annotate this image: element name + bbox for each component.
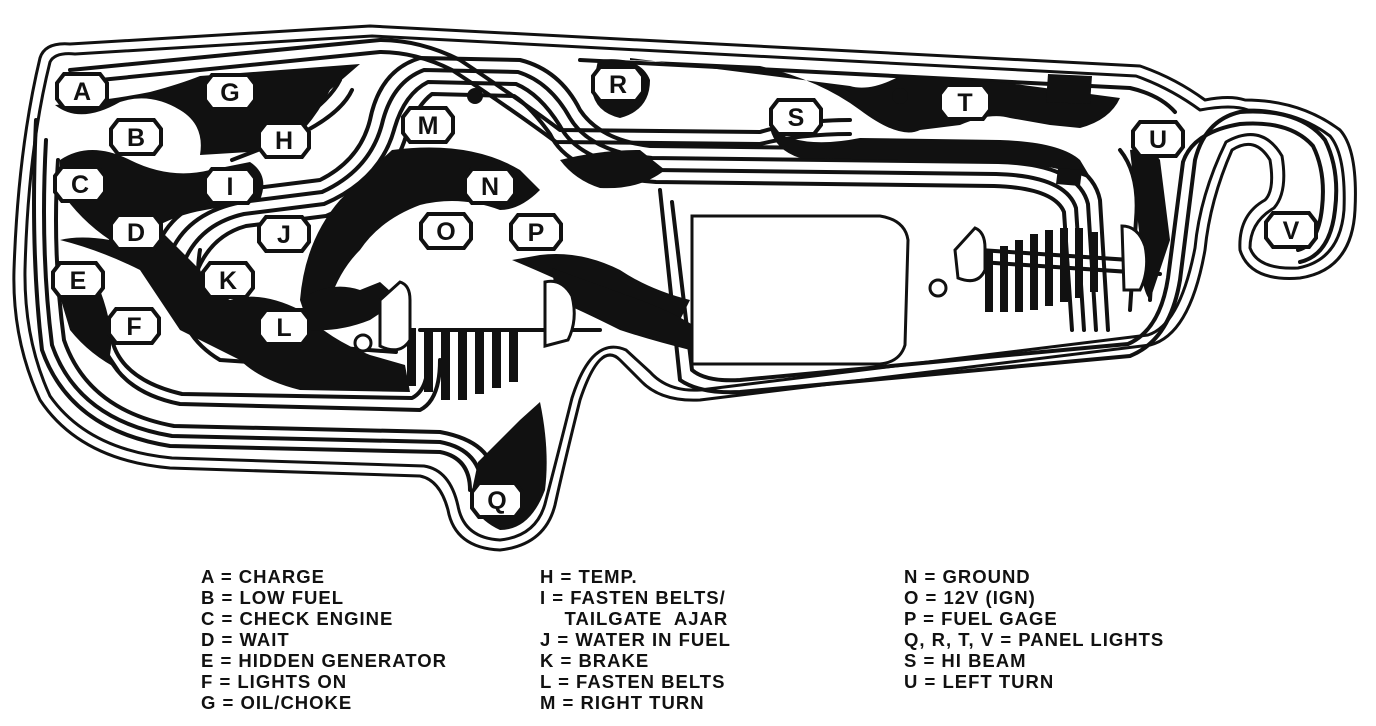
connector-label: D: [127, 219, 145, 247]
connector-i: I: [203, 167, 257, 205]
connector-t: T: [938, 83, 992, 121]
connector-e: E: [51, 261, 105, 299]
connector-label: Q: [487, 487, 506, 515]
connector-label: G: [220, 79, 239, 107]
legend-entry: M = RIGHT TURN: [540, 692, 705, 713]
connector-h: H: [257, 121, 311, 159]
legend-entry: K = BRAKE: [540, 650, 650, 671]
legend-entry: I = FASTEN BELTS/: [540, 587, 726, 608]
connector-j: J: [257, 215, 311, 253]
connector-label: U: [1149, 126, 1167, 154]
connector-label: I: [227, 173, 234, 201]
connector-label: L: [276, 314, 291, 342]
connector-label: A: [73, 78, 91, 106]
legend-entry: L = FASTEN BELTS: [540, 671, 726, 692]
cutouts: [353, 214, 1149, 366]
connector-label: R: [609, 71, 627, 99]
legend-entry: F = LIGHTS ON: [201, 671, 348, 692]
connector-p: P: [509, 213, 563, 251]
connector-q: Q: [470, 481, 524, 519]
connector-label: N: [481, 173, 499, 201]
legend-column-1: A = CHARGE B = LOW FUEL C = CHECK ENGINE…: [201, 566, 447, 713]
connector-label: M: [418, 112, 439, 140]
connector-label: C: [71, 171, 89, 199]
connector-a: A: [55, 72, 109, 110]
connector-k: K: [201, 261, 255, 299]
connector-s: S: [769, 98, 823, 136]
connector-label: O: [436, 218, 455, 246]
connector-label: P: [528, 219, 545, 247]
legend-entry: D = WAIT: [201, 629, 290, 650]
connector-o: O: [419, 212, 473, 250]
connector-c: C: [53, 165, 107, 203]
legend-entry: TAILGATE AJAR: [540, 608, 729, 629]
connector-v: V: [1264, 211, 1318, 249]
connector-m: M: [401, 106, 455, 144]
legend-entry: E = HIDDEN GENERATOR: [201, 650, 447, 671]
connector-label: B: [127, 124, 145, 152]
circuit-board-diagram: A B C D E F G H I J K L M N O P Q R S T …: [12, 24, 1357, 552]
connector-n: N: [463, 167, 517, 205]
legend-entry: P = FUEL GAGE: [904, 608, 1058, 629]
connector-label: T: [957, 89, 972, 117]
legend-entry: S = HI BEAM: [904, 650, 1027, 671]
legend-entry: H = TEMP.: [540, 566, 638, 587]
connector-b: B: [109, 118, 163, 156]
legend-entry: N = GROUND: [904, 566, 1031, 587]
connector-g: G: [203, 73, 257, 111]
legend-entry: Q, R, T, V = PANEL LIGHTS: [904, 629, 1165, 650]
comb-contacts: [407, 228, 1098, 400]
legend-entry: J = WATER IN FUEL: [540, 629, 731, 650]
legend-entry: G = OIL/CHOKE: [201, 692, 353, 713]
legend-entry: B = LOW FUEL: [201, 587, 345, 608]
board-outline: [12, 24, 1357, 552]
connector-d: D: [109, 213, 163, 251]
connector-label: F: [126, 313, 141, 341]
legend-column-2: H = TEMP. I = FASTEN BELTS/ TAILGATE AJA…: [540, 566, 731, 713]
legend-entry: U = LEFT TURN: [904, 671, 1055, 692]
legend-entry: C = CHECK ENGINE: [201, 608, 394, 629]
connector-label: H: [275, 127, 293, 155]
connector-r: R: [591, 65, 645, 103]
connector-label: E: [70, 267, 87, 295]
connector-label: J: [277, 221, 291, 249]
legend-column-3: N = GROUND O = 12V (IGN) P = FUEL GAGE Q…: [904, 566, 1164, 692]
connector-label: S: [788, 104, 805, 132]
connector-u: U: [1131, 120, 1185, 158]
connector-label: V: [1283, 217, 1300, 245]
connector-l: L: [257, 308, 311, 346]
connector-f: F: [107, 307, 161, 345]
legend-entry: A = CHARGE: [201, 566, 325, 587]
legend-entry: O = 12V (IGN): [904, 587, 1036, 608]
mounting-dots: [467, 88, 908, 104]
connector-pads: A B C D E F G H I J K L M N O P Q R S T …: [51, 65, 1318, 519]
connector-label: K: [219, 267, 237, 295]
